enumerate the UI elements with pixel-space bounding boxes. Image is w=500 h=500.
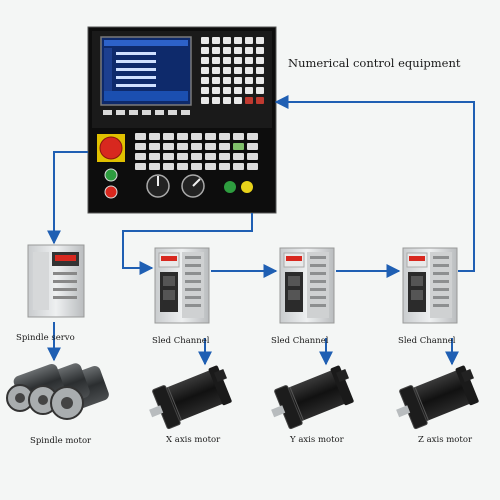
spindle-override-knob[interactable]	[181, 174, 205, 198]
operation-button-panel[interactable]	[135, 133, 258, 170]
sled-channel-label-z: Sled Channel	[398, 336, 456, 346]
diagram-title: Numerical control equipment	[288, 56, 461, 70]
sled-channel-drive-x	[154, 247, 210, 324]
spindle-servo-unit	[27, 244, 85, 318]
yellow-function-button[interactable]	[241, 181, 253, 193]
cycle-stop-button[interactable]	[104, 185, 118, 199]
line-controller-to-x-drive	[122, 213, 253, 275]
sled-channel-label-x: Sled Channel	[152, 336, 210, 346]
line-z-drive-to-controller	[274, 95, 475, 272]
spindle-motor-label: Spindle motor	[30, 436, 92, 446]
softkey-row[interactable]	[103, 110, 190, 115]
spindle-motor-image	[6, 363, 109, 420]
sled-channel-label-y: Sled Channel	[271, 336, 329, 346]
spindle-servo-label: Spindle servo	[16, 333, 75, 343]
feed-override-knob[interactable]	[146, 174, 170, 198]
z-axis-motor-image	[396, 365, 479, 430]
cycle-start-button[interactable]	[104, 168, 118, 182]
y-axis-motor-label: Y axis motor	[289, 435, 345, 445]
y-axis-motor-image	[271, 365, 354, 430]
connection-lines	[47, 95, 475, 366]
x-axis-motor-image	[149, 365, 232, 430]
line-controller-to-spindle-servo	[47, 151, 88, 245]
alphanumeric-keypad[interactable]	[201, 37, 264, 104]
z-axis-motor-label: Z axis motor	[418, 435, 473, 445]
x-axis-motor-label: X axis motor	[166, 435, 221, 445]
cnc-controller	[87, 26, 277, 214]
emergency-stop-button[interactable]	[97, 134, 125, 162]
sled-channel-drive-z	[402, 247, 458, 324]
controller-screen	[100, 36, 192, 106]
green-function-button[interactable]	[224, 181, 236, 193]
sled-channel-drive-y	[279, 247, 335, 324]
